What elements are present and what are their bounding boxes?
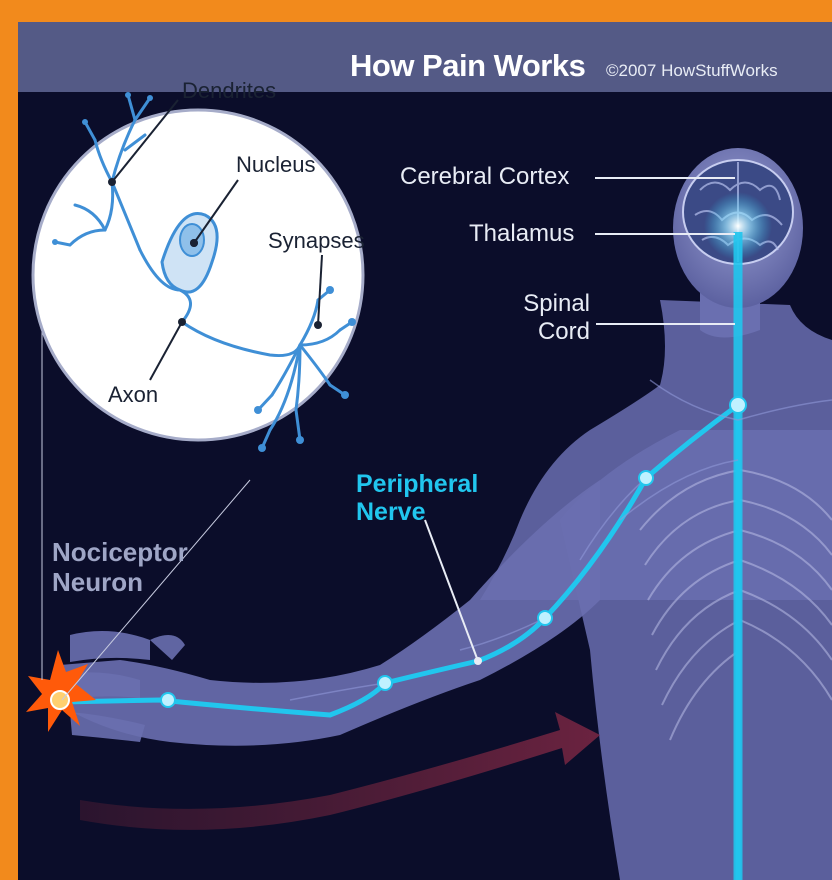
label-dendrites: Dendrites (182, 80, 276, 102)
label-nucleus: Nucleus (236, 154, 315, 176)
diagram-title: How Pain Works (350, 48, 585, 84)
label-axon: Axon (108, 384, 158, 406)
nociceptor-line1: Nociceptor (52, 538, 188, 568)
copyright-text: ©2007 HowStuffWorks (606, 61, 778, 81)
label-synapses: Synapses (268, 230, 365, 252)
nociceptor-line2: Neuron (52, 568, 188, 598)
peripheral-line2: Nerve (356, 498, 478, 526)
label-cerebral-cortex: Cerebral Cortex (400, 165, 569, 189)
label-thalamus: Thalamus (469, 222, 574, 246)
label-peripheral-nerve: Peripheral Nerve (356, 470, 478, 526)
pain-point (51, 691, 69, 709)
label-cord: Cord (512, 320, 590, 344)
label-nociceptor-neuron: Nociceptor Neuron (52, 538, 188, 598)
peripheral-line1: Peripheral (356, 470, 478, 498)
label-spinal: Spinal (512, 292, 590, 316)
